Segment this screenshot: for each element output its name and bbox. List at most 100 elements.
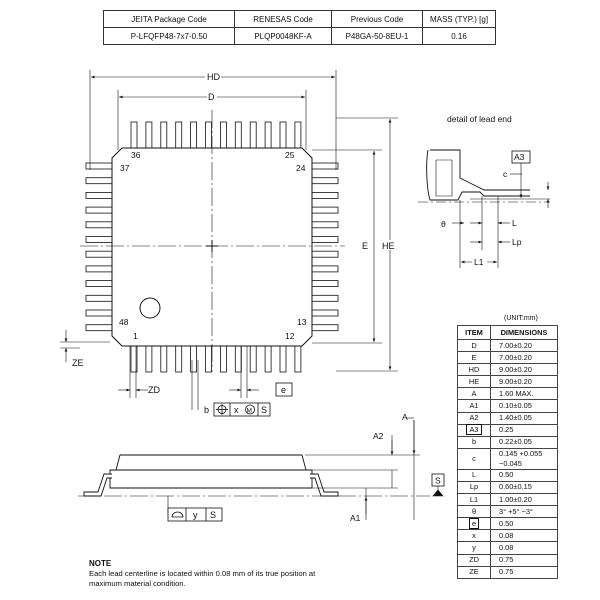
pin-label: 24 xyxy=(296,163,306,173)
lead xyxy=(205,345,212,373)
datum-s-label: S xyxy=(261,405,267,415)
flatness-datum-s: S xyxy=(210,510,216,520)
dimension-item: A1 xyxy=(457,399,491,413)
dimension-row: HD 9.00±0.20 xyxy=(457,363,558,377)
unit-label: (UNIT:mm) xyxy=(504,315,538,322)
lead xyxy=(311,221,339,229)
note-body: Each lead centerline is located within 0… xyxy=(89,569,316,588)
lead xyxy=(160,345,168,373)
dimension-item: b xyxy=(457,435,491,449)
dim-label-d: D xyxy=(208,92,215,102)
lead xyxy=(311,309,339,317)
lead xyxy=(311,177,339,185)
dimension-value: 0.75 xyxy=(490,553,558,567)
leads-left xyxy=(85,162,113,332)
dimension-item: L1 xyxy=(457,493,491,507)
lead xyxy=(85,280,113,288)
dimension-item: A xyxy=(457,387,491,401)
dimension-item-label: ZE xyxy=(469,567,479,577)
pin1-index-mark xyxy=(139,297,161,319)
dimension-row: L 0.50 xyxy=(457,468,558,482)
dimension-item-label: b xyxy=(471,437,477,447)
lead xyxy=(219,121,227,149)
side-view-lead-left xyxy=(83,473,112,497)
dimensions-header-item: ITEM xyxy=(457,325,491,340)
dimension-value: 0.08 xyxy=(490,541,558,555)
dimension-item: E xyxy=(457,351,491,365)
dimension-item-label: A3 xyxy=(466,424,482,436)
tolerance-value-x: x xyxy=(234,405,239,415)
pin-label: 48 xyxy=(119,317,129,327)
lead xyxy=(190,345,198,373)
dim-label-zd: ZD xyxy=(148,385,160,395)
package-info-value-cell: 0.16 xyxy=(422,27,496,45)
dimension-value: 0.145 +0.055 −0.045 xyxy=(490,447,558,470)
dim-label-he: HE xyxy=(382,241,395,251)
dimension-value: 9.00±0.20 xyxy=(490,363,558,377)
lead xyxy=(160,121,168,149)
dimension-item: e xyxy=(457,517,491,531)
position-tolerance-frame xyxy=(213,402,271,417)
note-title: NOTE xyxy=(89,559,112,568)
package-info-header-row: JEITA Package Code RENESAS Code Previous… xyxy=(103,10,496,28)
flatness-icon xyxy=(171,511,184,518)
lead xyxy=(234,345,242,373)
dimension-item: x xyxy=(457,529,491,543)
pin-label: 37 xyxy=(120,163,130,173)
lead xyxy=(311,162,339,170)
lead xyxy=(85,236,113,243)
lead xyxy=(219,345,227,373)
dimension-item-label: L xyxy=(471,470,477,480)
lead xyxy=(311,265,339,273)
leads-right xyxy=(311,162,339,332)
dim-label-ze: ZE xyxy=(72,358,84,368)
dimension-value: 0.08 xyxy=(490,529,558,543)
dimension-value: 7.00±0.20 xyxy=(490,351,558,365)
lead xyxy=(85,221,113,229)
lead xyxy=(264,121,272,149)
dimension-value: 0.60±0.15 xyxy=(490,480,558,495)
pin-label: 1 xyxy=(133,331,138,341)
dimension-item-label: E xyxy=(471,352,477,362)
dimension-item: ZD xyxy=(457,553,491,567)
dimension-item: θ xyxy=(457,505,491,519)
pin-label: 36 xyxy=(131,150,141,160)
dimension-item-label: A2 xyxy=(469,413,479,423)
dimension-item-label: HD xyxy=(468,364,480,374)
lead xyxy=(85,265,113,273)
lead xyxy=(311,236,339,243)
pin-label: 25 xyxy=(285,150,295,160)
dimension-value: 0.25 xyxy=(490,423,558,437)
flatness-value-y: y xyxy=(193,510,198,520)
lead xyxy=(85,324,113,332)
dimension-item: A2 xyxy=(457,411,491,425)
dimension-value: 1.60 MAX. xyxy=(490,387,558,401)
dimension-item-label: ZD xyxy=(469,555,479,565)
dimension-item: c xyxy=(457,447,491,470)
lead xyxy=(311,324,339,332)
dimension-value: 0.50 xyxy=(490,468,558,482)
dimension-value: 3° +5° −3° xyxy=(490,505,558,519)
lead xyxy=(311,250,339,258)
mmc-label: M xyxy=(247,408,252,415)
lead xyxy=(279,121,287,149)
flatness-tolerance-frame xyxy=(167,507,223,522)
dimension-item: D xyxy=(457,338,491,353)
dim-label-theta: θ xyxy=(441,219,446,229)
dimension-item: HE xyxy=(457,375,491,389)
dim-label-l1: L1 xyxy=(474,257,484,267)
lead xyxy=(311,191,339,199)
dimension-item-label: θ xyxy=(471,506,477,516)
dim-label-c: c xyxy=(503,169,508,179)
pin-label: 12 xyxy=(285,331,295,341)
lead xyxy=(175,121,183,149)
dim-label-a3: A3 xyxy=(514,152,525,162)
lead xyxy=(311,280,339,288)
dim-label-e: E xyxy=(362,241,368,251)
